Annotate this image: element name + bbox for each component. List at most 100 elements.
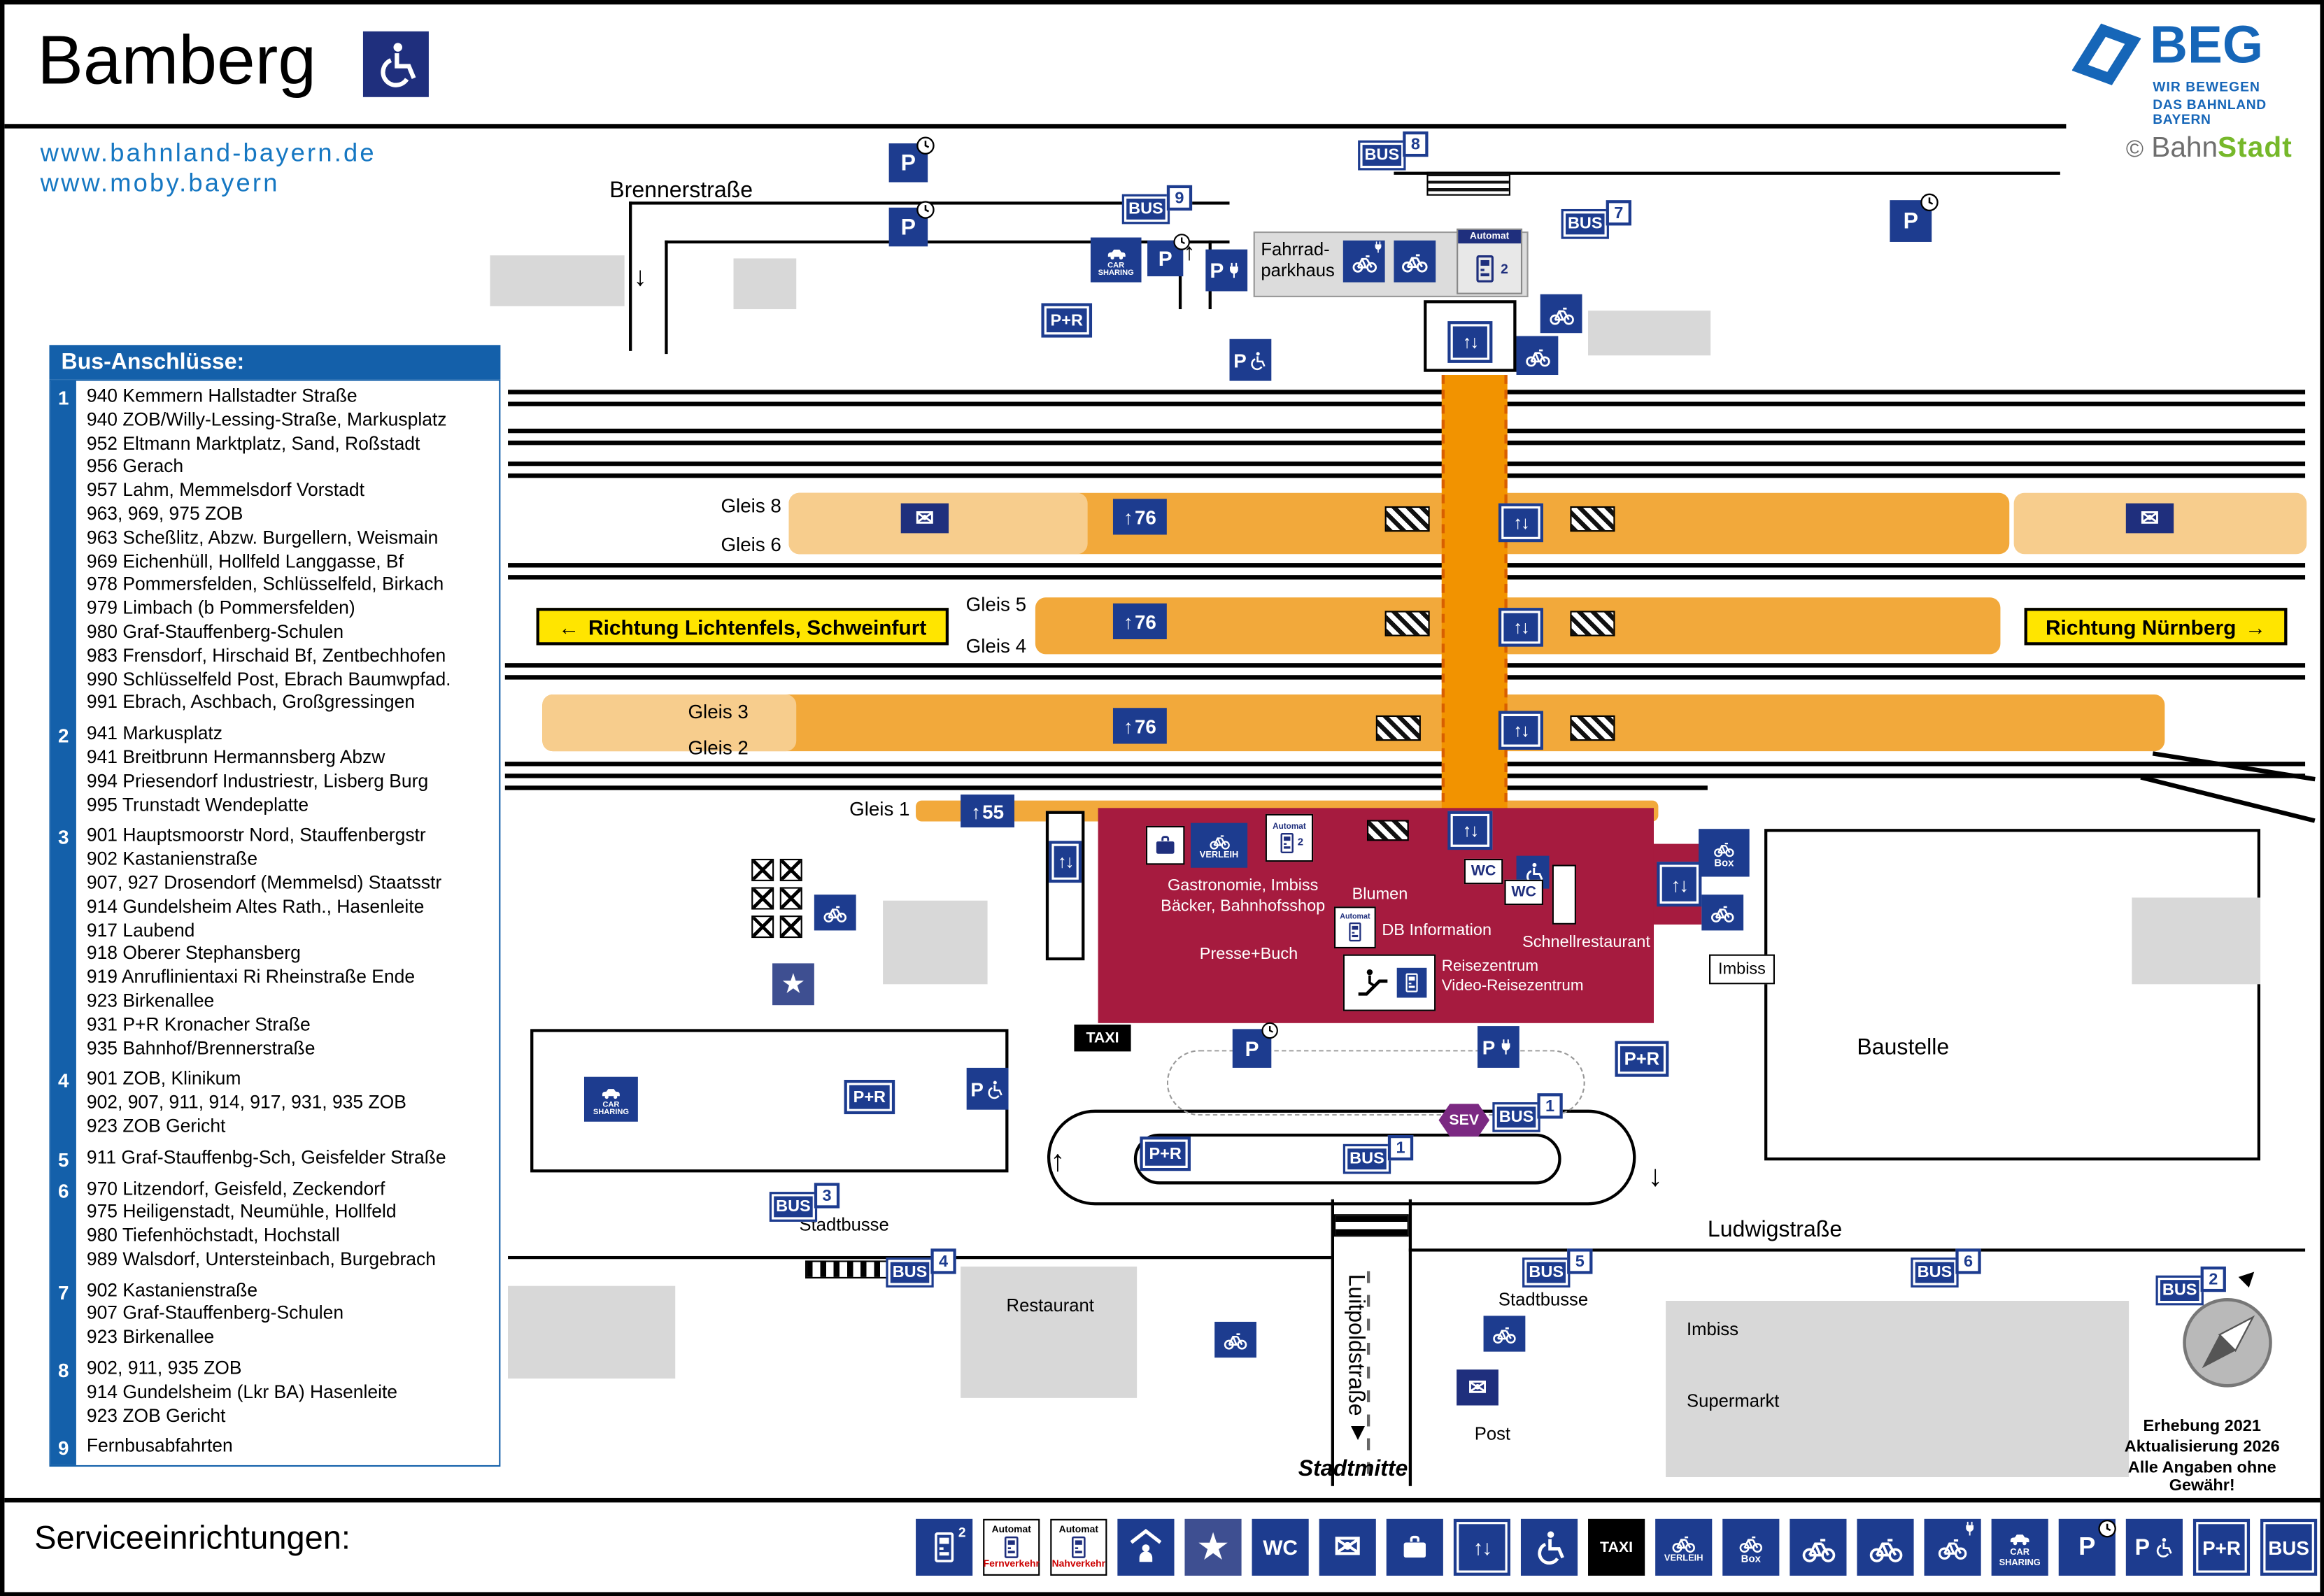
bus-group-number: 6 [58,1178,69,1202]
platform-section-sign-76: ↑76 [1112,499,1167,535]
compass-icon [2183,1298,2272,1388]
up-arrow-icon: ↑ [1123,610,1133,633]
bus-group-routes: 902 Kastanienstraße 907 Graf-Stauffenber… [86,1279,344,1348]
bus-group-number: 8 [58,1359,69,1382]
car-icon [1103,241,1128,262]
ticket-machine-box: Automat [1334,906,1376,949]
road-edge-luitpoldstrasse [1408,1199,1412,1486]
bus-group-routes: 911 Graf-Stauffenbg-Sch, Geisfelder Stra… [86,1146,446,1168]
gleis-8-label: Gleis 8 [721,494,781,517]
bus-stop-number: 9 [1166,185,1193,211]
platform-3-2 [542,694,2165,752]
p-label: P [2134,1534,2150,1560]
accessibility-badge [362,31,429,97]
db-information-label: DB Information [1382,921,1492,940]
ludwigstrasse-label: Ludwigstraße [1707,1217,1843,1243]
wheelchair-icon [2153,1537,2174,1558]
bus-icon: BUS [1121,194,1170,225]
box-label: Box [1714,857,1734,869]
pr-label: P+R [1050,311,1083,329]
wheelchair-icon [1531,1530,1567,1565]
elevator-icon: ↑↓ [1453,1518,1510,1576]
bus-group-number: 1 [58,387,69,410]
p-label: P [2078,1532,2096,1561]
link-moby-bayern[interactable]: www.moby.bayern [40,169,280,197]
bike-rack-icon [751,858,774,881]
rail-track [508,401,2306,406]
bus-stop-number: 4 [930,1248,956,1274]
road-edge-ludwigstrasse [1408,1248,2306,1252]
blumen-label: Blumen [1352,885,1408,904]
park-and-ride-icon: P+R [1140,1137,1191,1171]
arrow-right-icon: → [2245,614,2267,639]
car-sharing-icon: CAR SHARING [583,1076,638,1122]
gleis-5-label: Gleis 5 [965,592,1027,615]
reisezentrum-label: Reisezentrum Video-Reisezentrum [1441,957,1584,995]
traffic-direction-arrow: ↓ [1648,1160,1663,1194]
parking-clock-icon: P [888,143,928,183]
bicycle-icon [1868,1530,1902,1565]
rail-track [508,473,2306,478]
bike-rack-icon [751,887,774,910]
header-divider [4,124,2067,129]
wheelchair-icon [1248,350,1268,370]
link-bahnland-bayern[interactable]: www.bahnland-bayern.de [40,138,376,168]
parking-clock-icon: P [2058,1519,2116,1576]
ticket-machine-box: Automat 2 [1457,228,1523,294]
rail-track [508,563,2306,568]
bus-icon: BUS [1492,1102,1540,1132]
clock-icon [1261,1022,1279,1040]
bahnstadt-part1: Bahn [2151,133,2218,164]
stairs-icon [1570,611,1615,636]
stairs-icon [1384,611,1430,636]
imbiss-sign: Imbiss [1709,954,1775,985]
bus-icon: BUS [1561,208,1609,239]
car-sharing-icon: CAR SHARING [1991,1518,2048,1576]
parking-charging-icon: P [1205,249,1248,292]
parking-clock-icon: P [1890,200,1932,242]
shelter-icon: ✉ [2125,503,2174,534]
p-label: P [1482,1035,1496,1059]
bicycle-garage-icon [1857,1518,1914,1576]
bus-stop-number: 1 [1387,1134,1414,1161]
parking-clock-icon: P [1232,1029,1272,1068]
rail-track [508,575,2306,580]
taxi-label: TAXI [1086,1029,1119,1046]
section-number: 76 [1134,505,1156,528]
accessible-parking-icon: P [966,1067,1009,1110]
verleih-label: VERLEIH [1664,1555,1703,1564]
charging-plug-icon [1496,1038,1515,1056]
bicycle-icon [1208,830,1231,851]
bus-stop-number: 2 [2200,1266,2226,1292]
rail-track [508,390,2306,394]
beg-logo-icon [2071,23,2141,85]
section-number: 76 [1134,610,1156,633]
bicycle-icon [1401,248,1428,274]
fahrradparkhaus-label: Fahrrad- parkhaus [1261,238,1335,281]
bus-stop-number: 6 [1955,1248,1981,1274]
rail-track [508,461,2306,466]
wc-label: WC [1471,863,1496,880]
beg-tagline-1: WIR BEWEGEN [2153,79,2261,94]
bicycle-icon [1524,343,1550,368]
rail-track [504,675,2306,680]
bahnstadt-part2: Stadt [2218,133,2293,164]
escalator-box [1342,954,1436,1011]
clock-icon [916,136,935,155]
rail-track [504,663,2306,668]
p-label: P [1903,208,1918,234]
automat-label: Automat [1340,912,1370,922]
bus-icon: BUS [2260,1518,2318,1576]
road-edge [1394,171,2060,175]
building [2132,897,2261,985]
police-icon: ★ [772,963,814,1006]
p-label: P [900,214,916,240]
automat-label: Automat [1273,822,1306,832]
direction-east-label: Richtung Nürnberg [2045,614,2237,639]
